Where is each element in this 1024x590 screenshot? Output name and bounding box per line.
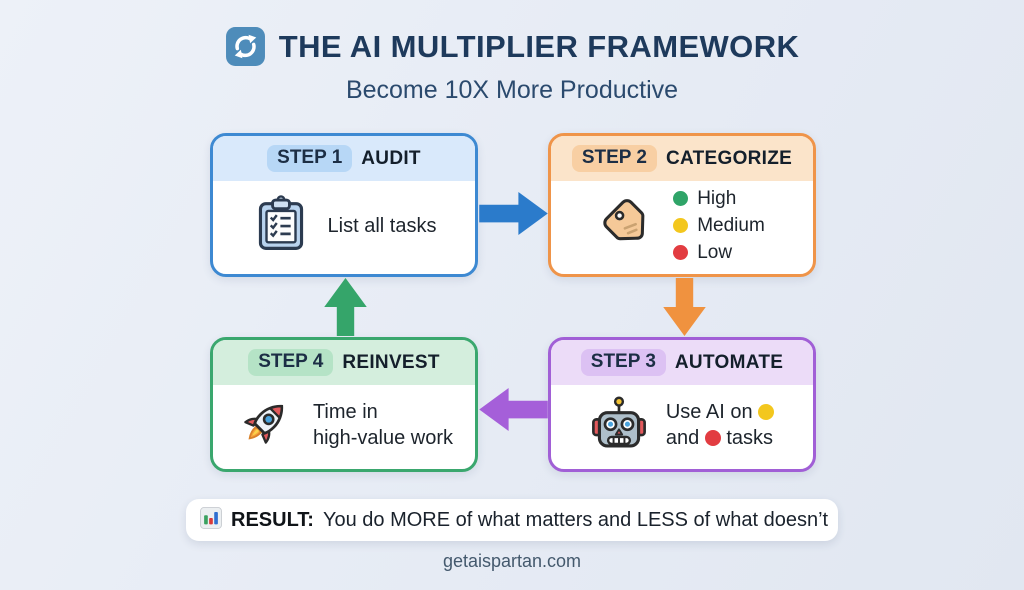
- arrow-step4-to-step1: [324, 278, 367, 336]
- step-name: REINVEST: [342, 351, 440, 373]
- priority-low: Low: [673, 242, 765, 264]
- reinvest-line1: Time in: [312, 401, 378, 423]
- priority-label: Low: [697, 241, 733, 263]
- step-name: AUDIT: [361, 147, 421, 169]
- step-body: High Medium Low: [551, 181, 813, 274]
- step-badge: STEP 2: [571, 145, 657, 172]
- robot-icon: [590, 394, 648, 457]
- priority-medium: Medium: [673, 215, 765, 237]
- automate-line2-prefix: and: [665, 427, 700, 449]
- step-header: STEP 2 CATEGORIZE: [551, 136, 813, 181]
- bar-chart-icon: [200, 506, 222, 534]
- cycle-icon: [225, 26, 266, 67]
- clipboard-icon: [252, 194, 310, 257]
- result-label: RESULT:: [231, 508, 314, 531]
- step-body: Use AI on and tasks: [551, 385, 813, 469]
- result-text: You do MORE of what matters and LESS of …: [322, 508, 829, 531]
- automate-line1: Use AI on: [665, 401, 753, 423]
- arrow-step1-to-step2: [479, 191, 548, 236]
- step-badge: STEP 1: [267, 145, 353, 172]
- step-card-automate: STEP 3 AUTOMATE: [548, 337, 816, 472]
- automate-line2-suffix: tasks: [726, 427, 774, 449]
- priority-list: High Medium Low: [673, 188, 765, 264]
- step-name: CATEGORIZE: [665, 147, 793, 169]
- green-dot-icon: [673, 191, 689, 206]
- tag-icon: [599, 195, 655, 256]
- header: THE AI MULTIPLIER FRAMEWORK: [0, 26, 1024, 67]
- priority-high: High: [673, 188, 765, 210]
- step-header: STEP 1 AUDIT: [213, 136, 475, 181]
- priority-label: High: [697, 187, 737, 209]
- step-badge: STEP 3: [580, 349, 666, 376]
- arrow-step2-to-step3: [663, 278, 706, 336]
- priority-label: Medium: [697, 214, 765, 236]
- yellow-dot-icon: [673, 218, 689, 233]
- website-text: getaispartan.com: [442, 551, 582, 571]
- page-subtitle: Become 10X More Productive: [345, 76, 679, 104]
- step-body-text: Time in high-value work: [313, 399, 453, 451]
- step-name: AUTOMATE: [674, 351, 784, 373]
- step-body: Time in high-value work: [213, 385, 475, 469]
- step-body-text: Use AI on and tasks: [665, 399, 775, 451]
- red-dot-icon: [673, 245, 689, 260]
- step-card-audit: STEP 1 AUDIT List all tasks: [210, 133, 478, 277]
- step-card-categorize: STEP 2 CATEGORIZE High: [548, 133, 816, 277]
- red-dot-icon: [704, 430, 721, 446]
- page-title: THE AI MULTIPLIER FRAMEWORK: [278, 28, 800, 64]
- yellow-dot-icon: [758, 404, 775, 420]
- step-header: STEP 3 AUTOMATE: [551, 340, 813, 385]
- step-card-reinvest: STEP 4 REINVEST Time in: [210, 337, 478, 472]
- arrow-step3-to-step4: [479, 387, 548, 432]
- step-badge: STEP 4: [248, 349, 334, 376]
- step-body: List all tasks: [213, 181, 475, 274]
- reinvest-line2: high-value work: [312, 427, 454, 449]
- result-banner: RESULT: You do MORE of what matters and …: [186, 499, 838, 541]
- rocket-icon: [235, 393, 295, 458]
- step-body-text: List all tasks: [327, 214, 437, 237]
- step-header: STEP 4 REINVEST: [213, 340, 475, 385]
